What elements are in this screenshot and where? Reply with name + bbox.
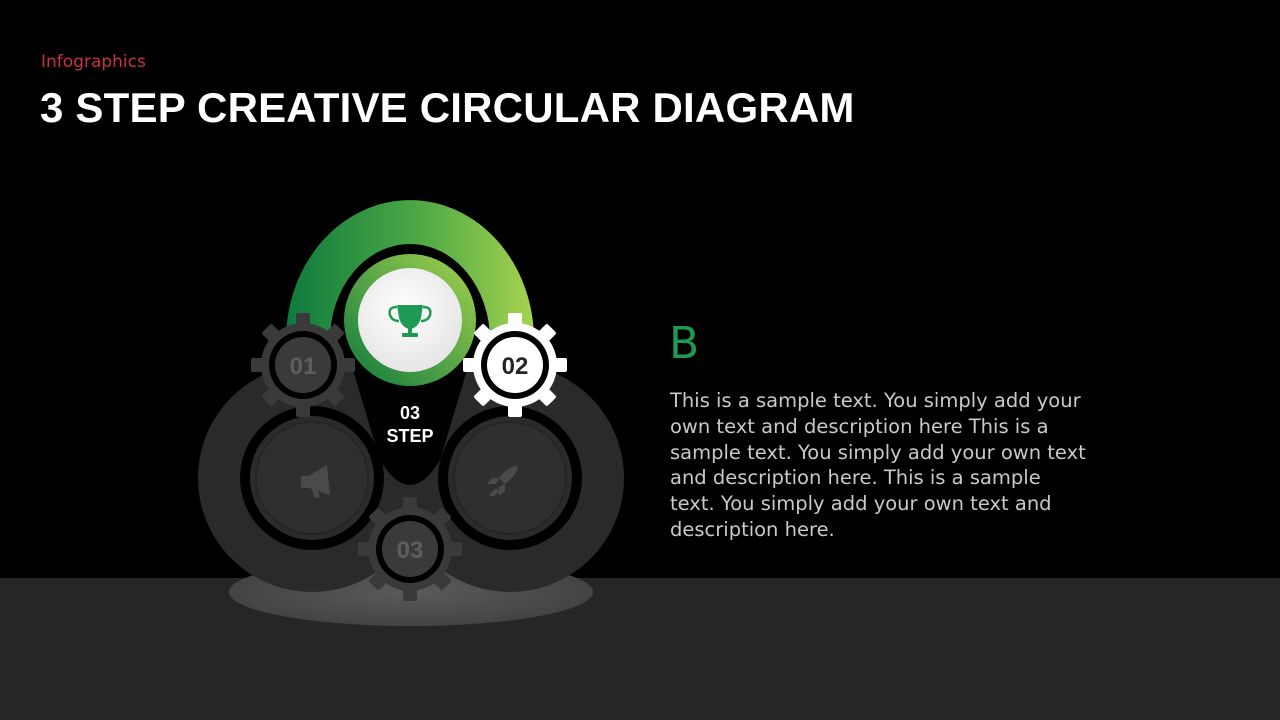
floor-band: [0, 578, 1280, 720]
step-02-label: 02: [502, 353, 529, 380]
rocket-icon: [487, 466, 518, 497]
slide-title: 3 STEP CREATIVE CIRCULAR DIAGRAM: [40, 84, 855, 131]
green-arch-band: [286, 200, 534, 340]
step-01-label: 01: [290, 353, 317, 380]
gear-02: [463, 313, 567, 417]
slide-kicker: Infographics: [41, 52, 146, 72]
center-step-number: 03: [400, 403, 420, 423]
step-03-label: 03: [397, 537, 424, 564]
section-letter: B: [669, 318, 700, 369]
gear-01: [251, 313, 355, 417]
trophy-icon: [388, 305, 432, 337]
center-droplet: [350, 345, 470, 485]
gear-03: [358, 497, 462, 601]
description-text: This is a sample text. You simply add yo…: [670, 389, 1086, 541]
center-step-word: STEP: [386, 426, 433, 446]
megaphone-icon: [301, 465, 330, 498]
